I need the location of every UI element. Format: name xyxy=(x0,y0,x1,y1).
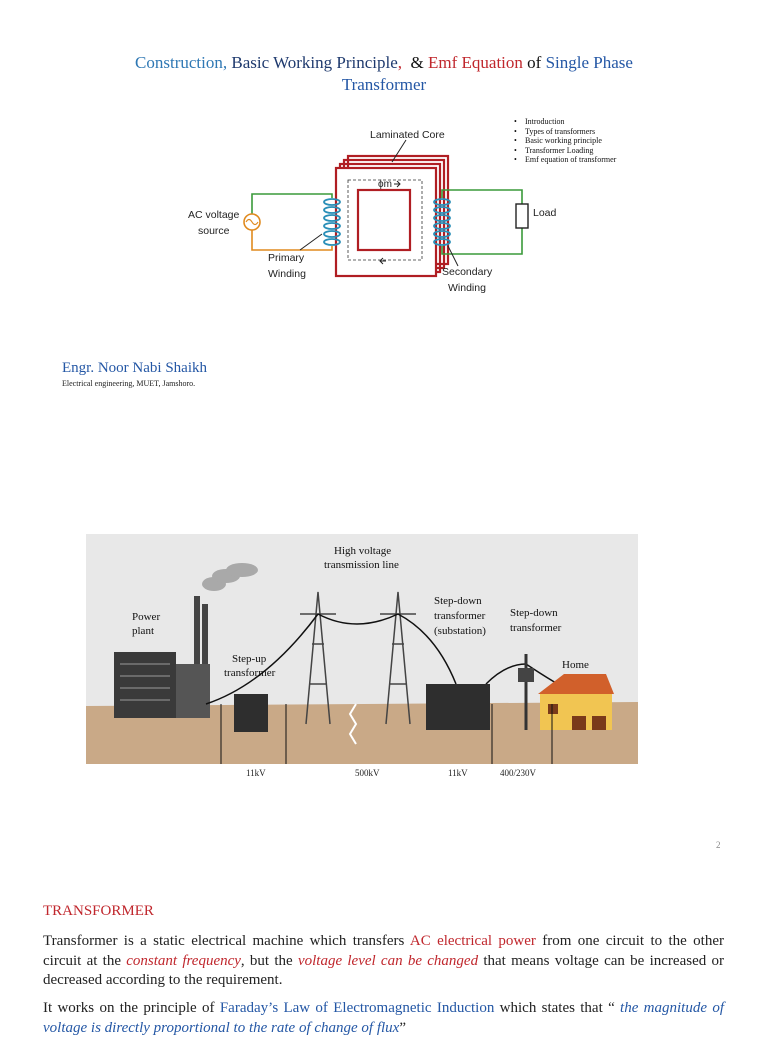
highlight-constant-frequency: constant frequency xyxy=(126,952,241,969)
secondary-label-line2: Winding xyxy=(448,282,486,294)
voltage-label: 11kV xyxy=(246,768,266,778)
title-part-single-phase: Single Phase xyxy=(545,53,633,72)
page-number: 2 xyxy=(716,840,721,850)
secondary-label-line1: Secondary xyxy=(442,266,493,278)
text-run: It works on the principle of xyxy=(43,1000,220,1016)
voltage-label: 400/230V xyxy=(500,768,536,778)
contents-item: Basic working principle xyxy=(514,136,616,146)
label-high-voltage-line1: High voltage xyxy=(334,545,391,557)
text-run: which states that “ xyxy=(494,1000,621,1016)
source-label-line1: AC voltage xyxy=(188,209,240,221)
paragraph-principle: It works on the principle of Faraday’s L… xyxy=(43,999,724,1038)
primary-label-line1: Primary xyxy=(268,252,305,264)
text-run: ” xyxy=(399,1019,407,1036)
label-power-plant-line2: plant xyxy=(132,625,154,637)
text-run: from one circuit to the other circuit at… xyxy=(43,933,724,969)
highlight-faraday-law: Faraday’s Law of Electromagnetic Inducti… xyxy=(219,1000,495,1016)
title-part-transformer: Transformer xyxy=(341,75,427,94)
contents-item: Transformer Loading xyxy=(514,146,616,156)
primary-label-line2: Winding xyxy=(268,268,306,280)
author-name: Engr. Noor Nabi Shaikh xyxy=(62,360,207,376)
title-comma: , xyxy=(397,53,403,72)
title-part-construction: Construction, xyxy=(135,53,228,72)
text-run: that means voltage can be increased or d… xyxy=(43,952,724,989)
core-label: Laminated Core xyxy=(370,129,445,141)
highlight-ac-power: AC electrical power xyxy=(409,933,536,949)
document-title: Construction, Basic Working Principle, &… xyxy=(0,52,768,96)
author-affiliation: Electrical engineering, MUET, Jamshoro. xyxy=(62,379,196,388)
title-ampersand: & xyxy=(410,53,424,72)
text-run: Transformer is a static electrical machi… xyxy=(43,933,410,949)
title-part-principle: Basic Working Principle xyxy=(231,53,398,72)
contents-item: Types of transformers xyxy=(514,127,616,137)
paragraph-definition: Transformer is a static electrical machi… xyxy=(43,932,724,991)
transformer-diagram: Laminated Core ϕm AC voltage source Prim… xyxy=(188,129,557,294)
title-of: of xyxy=(527,53,542,72)
label-stepdown-line1: Step-down xyxy=(510,607,558,619)
label-substation-line1: Step-down xyxy=(434,595,482,607)
source-label-line2: source xyxy=(198,225,230,237)
contents-list: Introduction Types of transformers Basic… xyxy=(514,117,616,165)
contents-item: Emf equation of transformer xyxy=(514,155,616,165)
text-run: , but the xyxy=(240,952,298,969)
label-power-plant-line1: Power xyxy=(132,611,160,623)
label-stepup-line2: transformer xyxy=(224,667,276,679)
label-high-voltage-line2: transmission line xyxy=(324,559,399,571)
highlight-voltage-level: voltage level can be changed xyxy=(297,952,479,969)
label-substation-line2: transformer xyxy=(434,610,486,622)
load-label: Load xyxy=(533,207,557,219)
section-heading: TRANSFORMER xyxy=(43,903,154,919)
voltage-label: 500kV xyxy=(355,768,380,778)
label-substation-line3: (substation) xyxy=(434,625,486,637)
label-stepdown-line2: transformer xyxy=(510,622,562,634)
flux-label: ϕm xyxy=(378,179,392,190)
label-home: Home xyxy=(562,659,589,671)
power-grid-figure: High voltage transmission line Power pla… xyxy=(86,534,638,764)
power-grid-illustration: High voltage transmission line Power pla… xyxy=(86,534,638,764)
label-stepup-line1: Step-up xyxy=(232,653,267,665)
voltage-label: 11kV xyxy=(448,768,468,778)
contents-item: Introduction xyxy=(514,117,616,127)
title-part-emf: Emf Equation xyxy=(428,53,523,72)
